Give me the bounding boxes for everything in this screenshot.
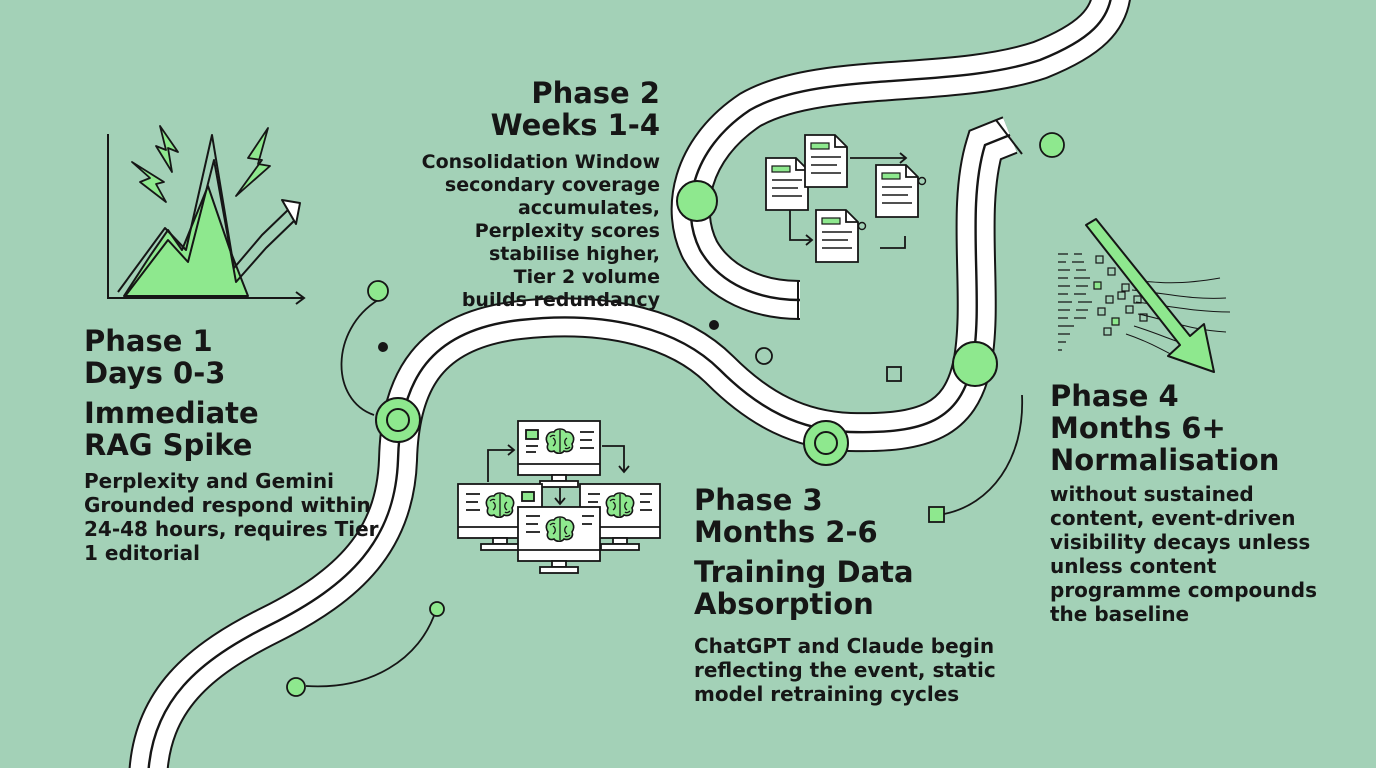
phase-3-title: Phase 3 — [694, 483, 823, 517]
description-line: Grounded respond within — [84, 493, 371, 517]
description-line: programme compounds — [1050, 578, 1317, 602]
spike-chart-icon — [107, 125, 306, 305]
phase-4-description: without sustained content, event-driven … — [1050, 482, 1350, 626]
data-decay-arrow-icon — [1058, 218, 1231, 373]
phase-3-name-line: Absorption — [694, 587, 874, 621]
brain-monitors-icon — [457, 420, 661, 574]
description-line: model retraining cycles — [694, 682, 960, 706]
phase-1-period: Days 0-3 — [84, 356, 226, 390]
phase-3-name-line: Training Data — [694, 555, 914, 589]
description-line: ChatGPT and Claude begin — [694, 634, 995, 658]
decorations — [286, 132, 1065, 697]
phase-4-period: Months 6+ — [1050, 411, 1226, 445]
description-line: builds redundancy — [461, 289, 660, 311]
description-line: 24-48 hours, requires Tier — [84, 517, 379, 541]
description-line: Perplexity and Gemini — [84, 469, 334, 493]
milestone-node-1 — [375, 397, 421, 443]
description-line: secondary coverage — [444, 174, 660, 196]
linked-documents-icon — [765, 134, 927, 263]
phase-2-period: Weeks 1-4 — [490, 108, 660, 142]
description-line: 1 editorial — [84, 541, 200, 565]
description-line: accumulates, — [517, 197, 660, 219]
phase-4-name: Normalisation — [1050, 443, 1280, 477]
description-line: without sustained — [1050, 482, 1254, 506]
phase-1-block: Phase 1 Days 0-3 Immediate RAG Spike Per… — [84, 325, 384, 565]
phase-2-block: Phase 2 Weeks 1-4 Consolidation Window s… — [400, 77, 660, 312]
phase-1-name-line: Immediate — [84, 396, 259, 430]
description-line: the baseline — [1050, 602, 1190, 626]
milestone-node-2 — [676, 180, 718, 222]
phase-1-description: Perplexity and Gemini Grounded respond w… — [84, 469, 384, 565]
phase-4-block: Phase 4 Months 6+ Normalisation without … — [1050, 380, 1350, 626]
phase-1-title: Phase 1 — [84, 324, 213, 358]
description-line: Consolidation Window — [421, 151, 660, 173]
description-line: stabilise higher, — [488, 243, 660, 265]
milestone-node-4 — [952, 341, 998, 387]
phase-1-name-line: RAG Spike — [84, 428, 253, 462]
description-line: unless content — [1050, 554, 1217, 578]
phase-4-title: Phase 4 — [1050, 379, 1179, 413]
description-line: Perplexity scores — [474, 220, 660, 242]
phase-2-description: Consolidation Window secondary coverage … — [400, 151, 660, 312]
description-line: Tier 2 volume — [513, 266, 660, 288]
description-line: content, event-driven — [1050, 506, 1296, 530]
milestone-node-3 — [803, 420, 849, 466]
description-line: reflecting the event, static — [694, 658, 996, 682]
phase-3-period: Months 2-6 — [694, 515, 878, 549]
phase-2-title: Phase 2 — [531, 76, 660, 110]
phase-3-description: ChatGPT and Claude begin reflecting the … — [694, 634, 1024, 706]
phase-3-block: Phase 3 Months 2-6 Training Data Absorpt… — [694, 484, 1024, 706]
description-line: visibility decays unless — [1050, 530, 1311, 554]
